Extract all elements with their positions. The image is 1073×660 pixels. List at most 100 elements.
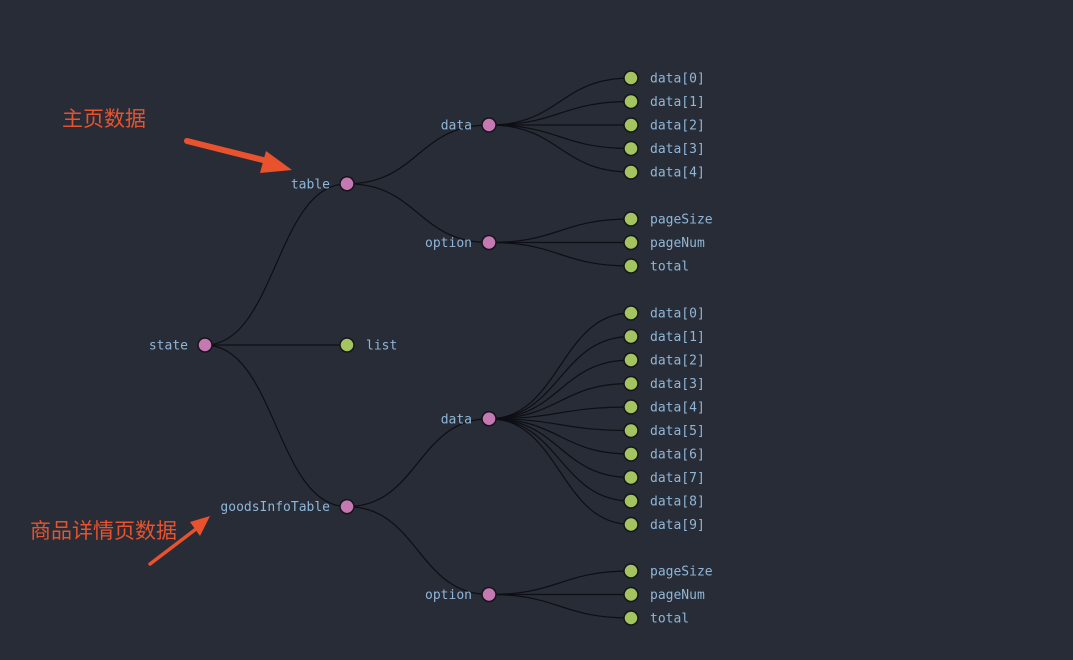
tree-leaf-page-num[interactable]: pageNum (623, 586, 705, 604)
node-circle[interactable] (623, 352, 639, 368)
tree-leaf-data-8[interactable]: data[8] (623, 493, 705, 510)
tree-leaf-data-2[interactable]: data[2] (623, 352, 705, 369)
node-label: data[4] (650, 401, 705, 416)
node-label: data[6] (650, 448, 705, 463)
node-circle[interactable] (481, 234, 497, 251)
node-circle[interactable] (623, 563, 639, 579)
tree-leaf-data-9[interactable]: data[9] (623, 516, 705, 534)
node-circle[interactable] (623, 234, 639, 251)
tree-leaf-page-size[interactable]: pageSize (623, 563, 713, 580)
node-circle[interactable] (623, 164, 639, 180)
tree-leaf-data-3[interactable]: data[3] (623, 140, 705, 158)
tree-leaf-page-size[interactable]: pageSize (623, 211, 713, 228)
tree-link (488, 359, 632, 420)
node-circle[interactable] (481, 586, 497, 603)
tree-node-option[interactable]: option (425, 586, 497, 604)
node-circle[interactable] (339, 176, 355, 192)
node-label: data[2] (650, 354, 705, 369)
node-label: data[1] (650, 95, 705, 110)
tree-link (488, 124, 632, 173)
tree-link (488, 241, 632, 267)
tree-link (488, 100, 632, 126)
node-circle[interactable] (481, 411, 497, 427)
tree-link (488, 418, 632, 479)
tree-leaf-list[interactable]: list (339, 337, 397, 354)
node-circle[interactable] (623, 305, 639, 321)
node-label: data (441, 119, 472, 134)
node-label: list (366, 339, 397, 354)
tree-leaf-data-2[interactable]: data[2] (623, 117, 705, 134)
tree-link (488, 418, 632, 502)
node-circle[interactable] (623, 469, 639, 486)
tree-leaf-data-1[interactable]: data[1] (623, 93, 705, 111)
node-circle[interactable] (623, 70, 639, 86)
node-label: total (650, 612, 689, 627)
tree-link (346, 418, 490, 508)
node-label: data[3] (650, 377, 705, 392)
tree-node-option[interactable]: option (425, 234, 497, 252)
node-circle[interactable] (623, 328, 639, 345)
node-label: data[2] (650, 119, 705, 134)
node-circle[interactable] (623, 610, 639, 626)
node-label: data[0] (650, 307, 705, 322)
node-circle[interactable] (623, 516, 639, 533)
node-label: data[9] (650, 518, 705, 533)
node-circle[interactable] (481, 117, 497, 133)
node-circle[interactable] (623, 93, 639, 110)
tree-leaf-data-0[interactable]: data[0] (623, 70, 705, 87)
tree-leaf-total[interactable]: total (623, 610, 689, 627)
node-circle[interactable] (623, 258, 639, 274)
tree-leaf-data-0[interactable]: data[0] (623, 305, 705, 322)
arrow-icon-home (184, 138, 292, 173)
node-label: pageSize (650, 565, 713, 580)
tree-node-state[interactable]: state (149, 337, 213, 354)
annotation-goods-detail-data: 商品详情页数据 (30, 519, 177, 543)
tree-nodes: state table data data[0] data[1] data[2] data[… (149, 70, 713, 627)
node-circle[interactable] (623, 375, 639, 392)
arrow-icon-goods (148, 516, 210, 566)
node-circle[interactable] (623, 586, 639, 603)
node-label: data[1] (650, 330, 705, 345)
tree-link (488, 418, 632, 432)
tree-node-table[interactable]: table (291, 176, 355, 193)
tree-link (488, 406, 632, 420)
tree-leaf-data-4[interactable]: data[4] (623, 164, 705, 181)
node-circle[interactable] (623, 140, 639, 157)
tree-leaf-page-num[interactable]: pageNum (623, 234, 705, 252)
tree-leaf-data-5[interactable]: data[5] (623, 422, 705, 440)
node-label: option (425, 236, 472, 251)
tree-link (488, 218, 632, 244)
node-circle[interactable] (339, 498, 355, 515)
tree-link (346, 124, 490, 185)
tree-link (488, 382, 632, 420)
node-circle[interactable] (623, 493, 639, 509)
node-circle[interactable] (623, 211, 639, 227)
tree-link (204, 344, 348, 508)
tree-leaf-data-3[interactable]: data[3] (623, 375, 705, 393)
node-circle[interactable] (339, 337, 355, 353)
tree-leaf-data-7[interactable]: data[7] (623, 469, 705, 487)
tree-link (488, 335, 632, 420)
tree-link (488, 124, 632, 150)
tree-leaf-data-6[interactable]: data[6] (623, 446, 705, 463)
tree-node-goods-info-table[interactable]: goodsInfoTable (220, 498, 355, 516)
node-label: data (441, 412, 472, 427)
tree-link (488, 570, 632, 596)
node-circle[interactable] (623, 446, 639, 462)
tree-leaf-data-4[interactable]: data[4] (623, 399, 705, 416)
tree-node-data[interactable]: data (441, 117, 497, 134)
tree-leaf-total[interactable]: total (623, 258, 689, 275)
node-circle[interactable] (623, 117, 639, 133)
tree-node-data[interactable]: data (441, 411, 497, 428)
node-label: total (650, 260, 689, 275)
node-label: pageSize (650, 213, 713, 228)
tree-leaf-data-1[interactable]: data[1] (623, 328, 705, 346)
node-circle[interactable] (623, 399, 639, 415)
node-circle[interactable] (623, 422, 639, 439)
node-circle[interactable] (197, 337, 213, 353)
node-label: option (425, 588, 472, 603)
node-label: pageNum (650, 236, 705, 251)
tree-link (488, 312, 632, 420)
annotation-home-data: 主页数据 (62, 107, 146, 131)
